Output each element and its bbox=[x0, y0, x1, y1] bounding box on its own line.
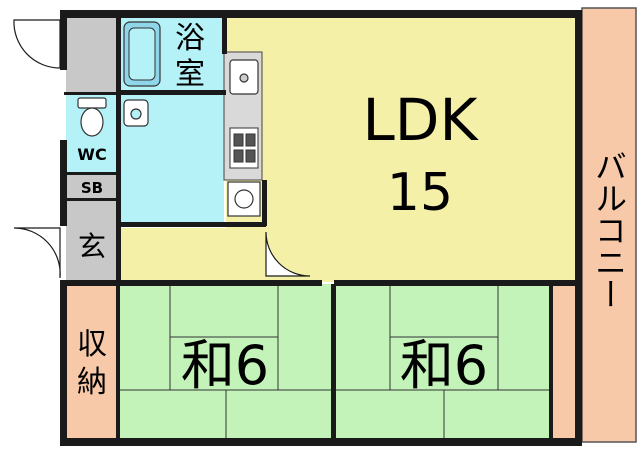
storage-label-1: 収 bbox=[77, 327, 107, 362]
entry-door bbox=[13, 227, 61, 279]
sink-icon bbox=[229, 59, 259, 95]
washitsu-left-label: 和6 bbox=[181, 334, 269, 397]
fridge-icon bbox=[227, 181, 261, 217]
storage-label-2: 納 bbox=[77, 365, 107, 400]
balcony-label: バルコニー bbox=[590, 150, 628, 310]
bath-label-1: 浴 bbox=[175, 21, 205, 56]
washbasin-icon bbox=[123, 99, 149, 127]
tatami-lines-left bbox=[118, 284, 332, 440]
tatami-lines-right bbox=[336, 284, 552, 440]
washitsu-right-label: 和6 bbox=[400, 334, 488, 397]
ldk-room bbox=[226, 18, 576, 282]
side-door bbox=[13, 19, 61, 69]
hallway bbox=[118, 228, 266, 284]
bathtub-icon bbox=[123, 21, 161, 87]
bath-label-2: 室 bbox=[175, 57, 205, 92]
ldk-door bbox=[265, 231, 311, 277]
entrance bbox=[66, 200, 118, 284]
ldk-name-label: LDK bbox=[362, 86, 479, 154]
toilet-icon bbox=[77, 97, 107, 137]
stove-icon bbox=[229, 127, 259, 169]
ldk-size-label: 15 bbox=[387, 163, 453, 223]
wc-label: WC bbox=[77, 145, 106, 164]
washitsu-left bbox=[118, 284, 332, 440]
entrance-label: 玄 bbox=[78, 230, 106, 263]
shoe-box bbox=[66, 174, 118, 200]
storage-closet bbox=[66, 284, 118, 440]
balcony-area bbox=[581, 7, 637, 443]
sb-label: SB bbox=[81, 179, 103, 197]
shoe-storage bbox=[66, 16, 118, 92]
closet-right bbox=[551, 283, 577, 441]
